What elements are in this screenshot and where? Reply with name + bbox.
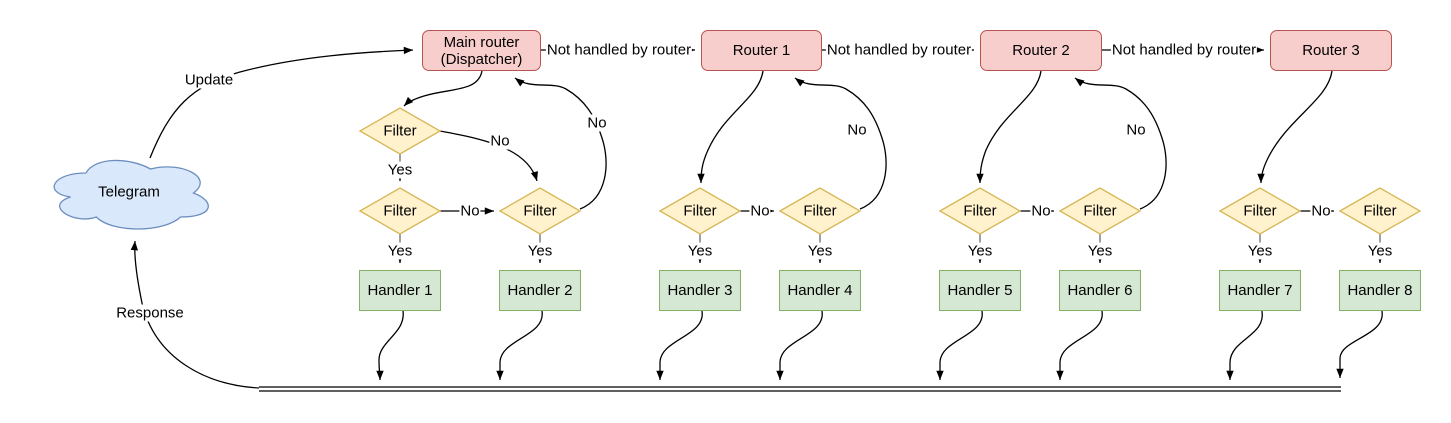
filter-diamond-3 [658, 187, 742, 235]
node-router-3: Router 3 [1270, 30, 1392, 71]
yes-label-1: Yes [386, 242, 414, 260]
yes-label-4: Yes [806, 242, 834, 260]
no-label-filter-e-return: No [846, 121, 868, 139]
filter-label-6: Filter [1083, 202, 1117, 220]
node-handler-3: Handler 3 [659, 270, 741, 311]
filter-diamond-2 [498, 187, 582, 235]
filter-label-1: Filter [383, 202, 417, 220]
yes-label-8: Yes [1366, 242, 1394, 260]
no-label-filter-h: No [1310, 202, 1332, 220]
node-handler-4: Handler 4 [779, 270, 861, 311]
telegram-cloud-shape [53, 159, 209, 230]
node-handler-5: Handler 5 [939, 270, 1021, 311]
yes-label-3: Yes [686, 242, 714, 260]
no-label-filter-b: No [459, 202, 481, 220]
edge-handler8-out [1336, 310, 1383, 378]
no-label-filter-f: No [1030, 202, 1052, 220]
yes-label-7: Yes [1246, 242, 1274, 260]
filter-diamond-1 [358, 187, 442, 235]
edge-handler6-out [1056, 310, 1103, 380]
yes-label-2: Yes [526, 242, 554, 260]
filter-label-7: Filter [1243, 202, 1277, 220]
edge-dispatcher-to-filter [403, 70, 483, 107]
filter-label-2: Filter [523, 202, 557, 220]
filter-label-4: Filter [803, 202, 837, 220]
filter-label-5: Filter [963, 202, 997, 220]
edge-handler3-out [656, 310, 703, 380]
node-router-2: Router 2 [980, 30, 1102, 71]
filter-diamond-5 [938, 187, 1022, 235]
node-handler-1: Handler 1 [359, 270, 441, 311]
edge-handler1-out [376, 310, 404, 381]
no-label-filter-a: No [489, 132, 511, 150]
filter-diamonds [358, 107, 1422, 235]
telegram-label: Telegram [98, 183, 160, 201]
edge-label-update: Update [183, 71, 235, 89]
edge-update [149, 46, 414, 159]
edge-label-not-handled-3: Not handled by router [1110, 41, 1258, 59]
no-label-filter-d: No [749, 202, 771, 220]
node-handler-6: Handler 6 [1059, 270, 1141, 311]
edge-handler5-out [936, 310, 983, 380]
edge-filter-c-no-return [514, 77, 607, 210]
edge-router3-to-filter [1257, 70, 1333, 184]
edge-label-not-handled-1: Not handled by router [545, 41, 693, 59]
node-handler-7: Handler 7 [1219, 270, 1301, 311]
filter-diamond-8 [1338, 187, 1422, 235]
edge-filter-e-no-return [794, 77, 887, 210]
node-handler-8: Handler 8 [1339, 270, 1421, 311]
no-label-filter-g-return: No [1125, 121, 1147, 139]
node-main-router: Main router (Dispatcher) [422, 30, 541, 71]
edge-router1-to-filter [697, 70, 764, 184]
edge-label-not-handled-2: Not handled by router [825, 41, 973, 59]
yes-label-6: Yes [1086, 242, 1114, 260]
edge-handler4-out [776, 310, 823, 380]
edge-label-response: Response [115, 304, 185, 322]
filter-diamond-7 [1218, 187, 1302, 235]
yes-stubs [399, 154, 1381, 243]
filter-label-3: Filter [683, 202, 717, 220]
edge-handler2-out [496, 310, 543, 380]
filter-diamond-4 [778, 187, 862, 235]
edge-router2-to-filter [976, 70, 1042, 184]
no-label-filter-c-return: No [586, 114, 608, 132]
filter-diamond-6 [1058, 187, 1142, 235]
response-bus-line [259, 386, 1341, 392]
filter-label-dispatcher-top: Filter [383, 122, 417, 140]
yes-label-5: Yes [966, 242, 994, 260]
node-handler-2: Handler 2 [499, 270, 581, 311]
edge-filter-g-no-return [1074, 77, 1167, 210]
filter-label-8: Filter [1363, 202, 1397, 220]
yes-label-a: Yes [386, 161, 414, 179]
edge-handler7-out [1226, 310, 1263, 380]
node-router-1: Router 1 [701, 30, 822, 71]
edges [130, 46, 1384, 392]
filter-diamond-dispatcher-top [358, 107, 442, 155]
